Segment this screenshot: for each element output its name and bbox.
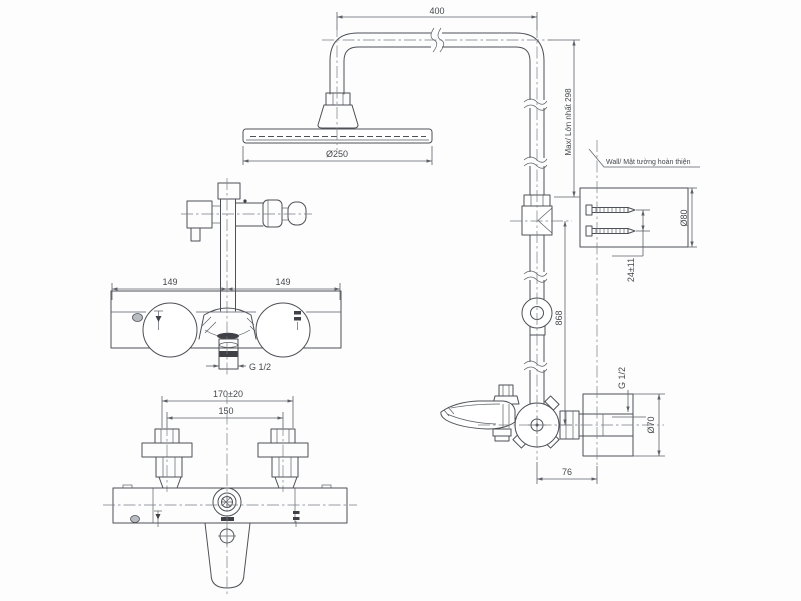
temp-scale-top xyxy=(293,511,300,527)
dim-supply-thread: G 1/2 xyxy=(612,367,646,418)
mixer-front-view: 149 149 xyxy=(110,178,342,376)
valve-body xyxy=(512,395,560,449)
wall-reference: Wall/ Mặt tường hoàn thiện xyxy=(588,148,700,168)
dim-label-supply-thread: G 1/2 xyxy=(617,367,627,389)
temp-indicator-left xyxy=(154,310,163,330)
centerlines xyxy=(322,25,598,465)
dim-label-riser-height: 868 xyxy=(554,310,564,325)
dim-label-head-diameter: Ø250 xyxy=(326,149,348,159)
dim-label-bracket-dia: Ø80 xyxy=(679,209,689,226)
safety-button xyxy=(132,313,143,322)
dim-arm-length: 400 xyxy=(336,6,538,30)
dim-screw-depth: 24±11 xyxy=(612,209,650,282)
spout-aerator xyxy=(492,428,512,442)
wall-note-label: Wall/ Mặt tường hoàn thiện xyxy=(606,159,691,166)
tub-spout-top xyxy=(204,522,251,589)
mixer-side-view: G 1/2 Ø70 76 xyxy=(440,367,665,484)
mixer-top-view: 170±20 150 xyxy=(103,389,357,595)
dim-inlet-span: 150 xyxy=(166,406,284,428)
dim-wall-offset: 76 xyxy=(536,462,598,484)
temperature-handle xyxy=(142,302,198,358)
wall-bracket-detail: 24±11 Ø80 xyxy=(579,187,697,282)
dim-label-arm-length: 400 xyxy=(429,6,444,16)
union-elbow-front xyxy=(181,182,312,312)
diverter-cartridge xyxy=(198,307,257,370)
dim-inlet-span-tol: 170±20 xyxy=(161,389,294,428)
dim-label-wall-offset: 76 xyxy=(562,467,572,477)
safety-button-top xyxy=(130,515,140,523)
dim-label-screw-depth: 24±11 xyxy=(626,258,636,282)
dim-label-body-half-right: 149 xyxy=(275,277,290,287)
temp-indicator-top xyxy=(154,510,162,527)
dim-head-diameter: Ø250 xyxy=(242,146,433,165)
dim-label-inlet-span: 150 xyxy=(218,406,233,416)
mixer-body-front xyxy=(110,290,342,349)
flow-handle xyxy=(255,302,311,358)
dim-label-outlet-thread: G 1/2 xyxy=(249,362,271,372)
anchor-screw-bottom xyxy=(585,225,636,237)
dim-label-body-half-left: 149 xyxy=(162,277,177,287)
tub-spout-side xyxy=(440,400,516,430)
inlet-union-left xyxy=(141,424,193,492)
dim-outlet-thread: G 1/2 xyxy=(206,362,271,372)
shower-arm xyxy=(329,27,545,97)
dim-label-max-height: Max/ Lớn nhất 298 xyxy=(564,88,573,156)
temp-scale-right xyxy=(294,311,301,330)
dim-max-height: Max/ Lớn nhất 298 xyxy=(548,39,580,198)
inlet-union-right xyxy=(257,424,309,492)
dim-bracket-dia: Ø80 xyxy=(679,187,697,248)
shower-head-disc xyxy=(242,128,433,144)
dim-body-halves: 149 149 xyxy=(111,277,341,300)
dim-label-inlet-span-tol: 170±20 xyxy=(213,389,243,399)
shower-head xyxy=(242,92,433,144)
anchor-screw-top xyxy=(585,204,636,216)
